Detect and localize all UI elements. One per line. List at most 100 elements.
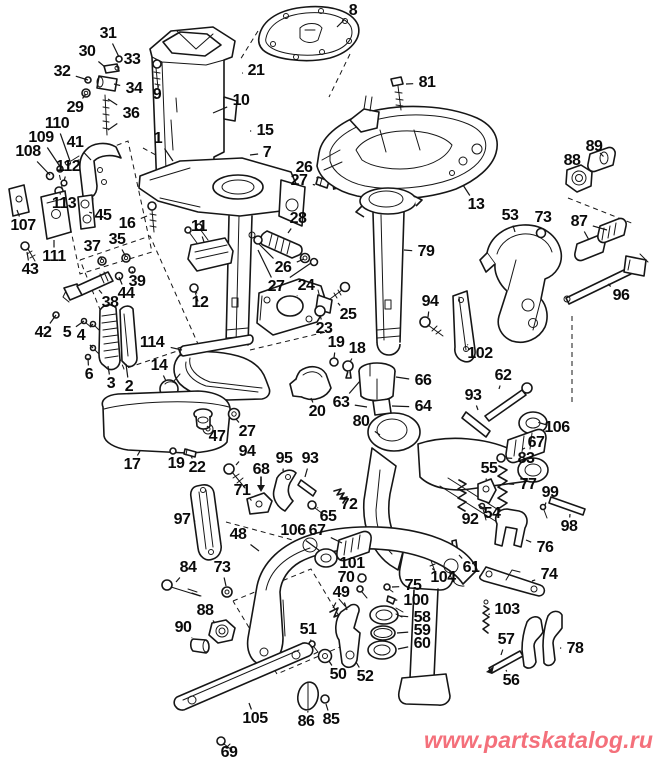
part-52-lever: [335, 598, 361, 669]
leader-line-18: [349, 358, 353, 363]
part-81-bolt: [390, 76, 404, 111]
part-67-bushing-left: [336, 530, 372, 562]
part-label-93: 93: [301, 450, 319, 467]
leader-line-87: [583, 231, 590, 241]
leader-line-16: [140, 215, 148, 220]
leader-line-26: [258, 243, 274, 259]
part-71-plate: [246, 492, 273, 515]
part-label-11: 11: [191, 218, 207, 235]
part-103-spring: [482, 599, 490, 634]
leader-line-102: [466, 344, 469, 346]
part-72-spring: [333, 488, 348, 504]
part-label-5: 5: [62, 324, 72, 341]
part-label-106: 106: [280, 522, 306, 539]
part-label-113: 113: [51, 195, 77, 212]
part-label-37: 37: [83, 238, 101, 255]
part-label-106: 106: [544, 419, 570, 436]
part-label-33: 33: [123, 51, 141, 68]
part-label-78: 78: [566, 640, 584, 657]
part-label-9: 9: [152, 86, 162, 103]
part-label-8: 8: [348, 2, 358, 19]
leader-line-62: [498, 385, 501, 390]
leader-line-64: [391, 405, 410, 408]
part-label-41: 41: [66, 134, 84, 151]
leader-line-48: [250, 544, 260, 552]
part-label-73: 73: [534, 209, 552, 226]
part-label-2: 2: [124, 378, 134, 395]
part-label-105: 105: [242, 710, 268, 727]
part-label-50: 50: [329, 666, 347, 683]
part-9-bolt: [152, 59, 162, 89]
leader-line-30: [98, 61, 106, 68]
leader-line-96: [607, 283, 612, 287]
part-label-100: 100: [403, 592, 429, 609]
part-label-114: 114: [139, 334, 165, 351]
part-label-61: 61: [462, 559, 480, 576]
leader-line-12: [195, 290, 198, 294]
leader-line-34: [113, 83, 121, 87]
leader-line-94: [427, 311, 430, 318]
part-label-88: 88: [563, 152, 581, 169]
part-label-111: 111: [42, 248, 66, 265]
part-label-77: 77: [519, 476, 537, 493]
leader-line-2: [125, 363, 129, 378]
leader-line-76: [525, 539, 532, 543]
part-99-pin: [539, 503, 548, 519]
part-label-35: 35: [108, 231, 126, 248]
part-105-transom-plate: [173, 642, 314, 711]
leader-line-105: [248, 702, 252, 710]
leader-line-4: [89, 323, 94, 328]
part-label-94: 94: [421, 293, 439, 310]
part-84-bolt: [161, 579, 202, 597]
watermark: www.partskatalog.ru: [424, 727, 654, 753]
leader-line-49: [343, 602, 348, 611]
leader-line-3: [107, 365, 110, 375]
part-2-exhaust-cover: [119, 305, 138, 368]
part-93-pin-right: [461, 411, 491, 438]
part-label-51: 51: [299, 621, 317, 638]
part-label-55: 55: [480, 460, 498, 477]
leader-line-107: [16, 209, 20, 217]
leader-line-5: [75, 320, 85, 328]
part-label-80: 80: [352, 413, 370, 430]
part-101-washer: [357, 573, 367, 583]
part-label-48: 48: [229, 526, 247, 543]
leader-line-27: [289, 262, 312, 278]
leader-line-108: [36, 161, 51, 176]
leader-line-26: [316, 177, 318, 179]
part-label-28: 28: [289, 210, 307, 227]
part-label-109: 109: [28, 129, 54, 146]
leader-line-35: [121, 249, 127, 258]
part-label-75: 75: [404, 577, 422, 594]
part-88-locknut: [565, 164, 593, 193]
part-label-112: 112: [55, 158, 81, 175]
part-label-108: 108: [15, 143, 41, 160]
part-13-stern-bracket: [316, 95, 498, 200]
part-1-swivel-housing: [138, 157, 306, 346]
part-97-clamp-strap: [189, 484, 222, 561]
leader-line-109: [46, 147, 62, 169]
part-label-81: 81: [418, 74, 436, 91]
part-87-bushings: [574, 217, 627, 262]
part-94-bolt-left: [223, 463, 246, 489]
part-label-85: 85: [322, 711, 340, 728]
part-18-screw: [342, 360, 354, 379]
leader-line-93: [475, 405, 479, 411]
part-label-15: 15: [256, 122, 274, 139]
part-22-pin: [183, 448, 197, 458]
part-label-27: 27: [267, 278, 285, 295]
part-label-62: 62: [494, 367, 512, 384]
part-label-3: 3: [106, 375, 116, 392]
part-28-shock-mount: [248, 230, 319, 267]
leader-line-37: [99, 256, 103, 260]
leader-line-80: [374, 430, 381, 436]
part-label-71: 71: [233, 482, 251, 499]
part-label-92: 92: [461, 511, 479, 528]
part-label-103: 103: [494, 601, 520, 618]
leader-line-61: [458, 554, 463, 559]
leader-line-11: [201, 236, 205, 243]
leader-line-23: [319, 314, 322, 320]
part-53-clamp-bracket: [479, 224, 563, 343]
